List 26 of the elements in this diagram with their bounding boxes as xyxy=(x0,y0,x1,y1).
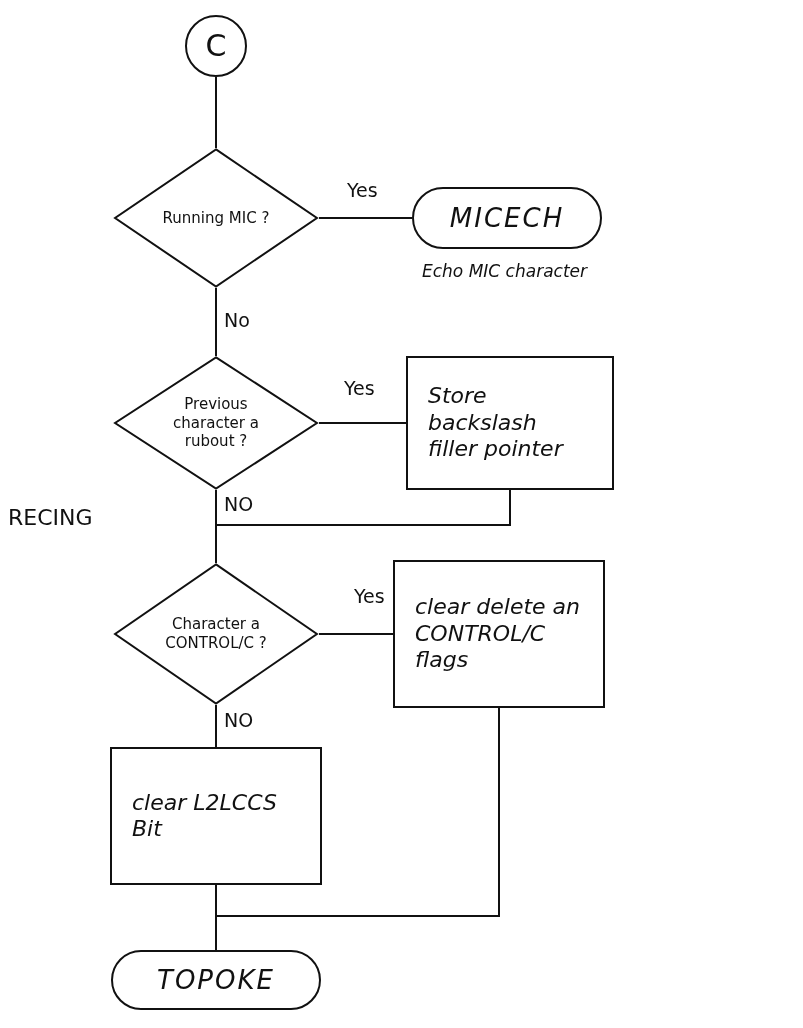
connector-line xyxy=(215,884,217,951)
decision-diamond xyxy=(113,356,319,490)
node-text: Character a CONTROL/C ? xyxy=(164,615,268,653)
node-text: Running MIC ? xyxy=(161,208,271,228)
node-text: Store backslash filler pointer xyxy=(428,383,565,463)
connector-line xyxy=(318,633,394,635)
node-text: C xyxy=(205,27,227,65)
connector-line xyxy=(215,287,217,357)
process-box xyxy=(393,560,605,708)
terminal-box xyxy=(111,950,321,1010)
node-text: clear L2LCCS Bit xyxy=(132,789,278,843)
node-text: Previous character a rubout ? xyxy=(172,394,260,452)
connector-line xyxy=(215,76,217,149)
connector-line xyxy=(318,422,407,424)
process-box xyxy=(406,356,614,490)
node-text: clear delete an CONTROL/C flags xyxy=(415,594,581,674)
node-text: TOPOKE xyxy=(157,963,275,997)
decision-diamond xyxy=(113,563,319,705)
annotation-text: Echo MIC character xyxy=(422,261,588,281)
decision-diamond xyxy=(113,148,319,288)
process-box xyxy=(110,747,322,885)
routine-label: RECING xyxy=(8,505,93,530)
connector-line xyxy=(215,489,511,564)
node-text: MICECH xyxy=(449,201,565,235)
connector-line xyxy=(318,217,413,219)
connector-line xyxy=(215,704,217,748)
